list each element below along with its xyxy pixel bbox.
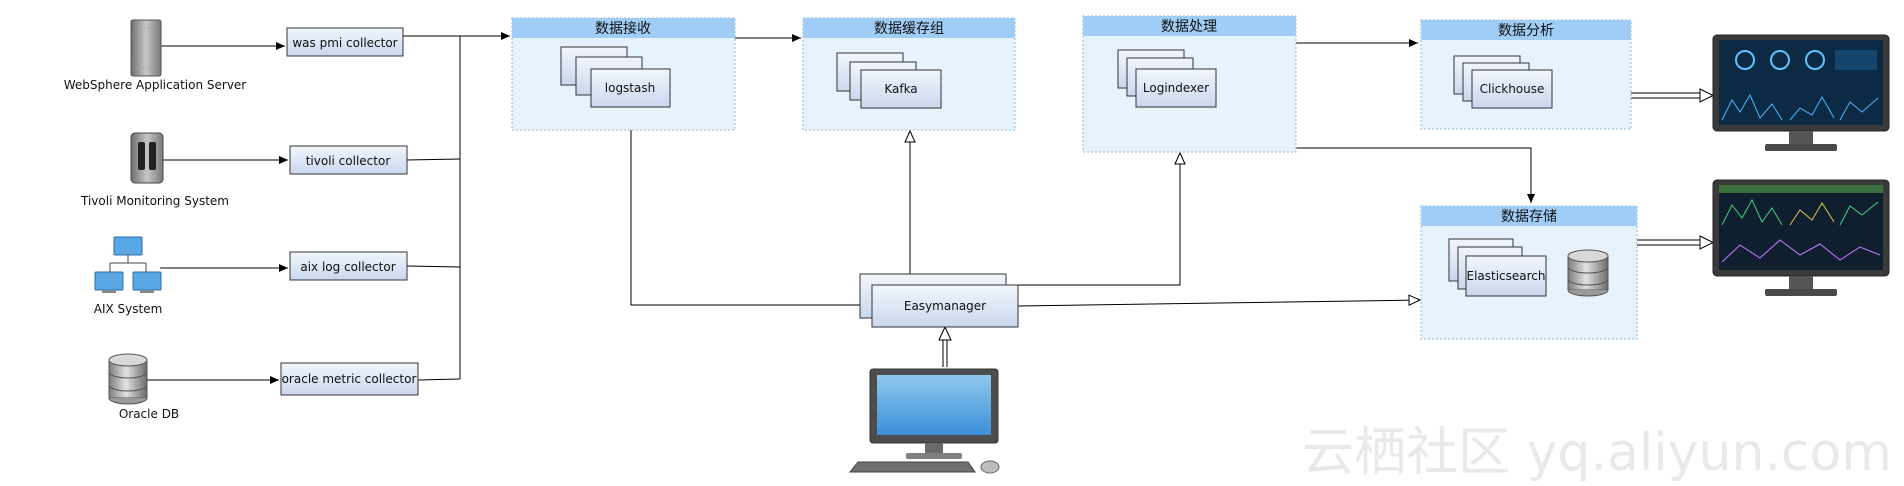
node-label-elasticsearch: Elasticsearch: [1466, 269, 1545, 283]
edge-tivoli-collector-out: [406, 158, 461, 161]
dashboard-monitor-icon: [1712, 179, 1890, 296]
group-receive: 数据接收 logstash: [511, 17, 736, 131]
edge-manager-to-storage: [1017, 294, 1422, 307]
node-label-kafka: Kafka: [884, 82, 917, 96]
node-elasticsearch[interactable]: Elasticsearch: [1465, 255, 1547, 297]
watermark: 云栖社区 yq.aliyun.com: [1302, 423, 1892, 483]
node-label-logstash: logstash: [605, 81, 655, 95]
desktop-computer-icon: [848, 368, 1000, 474]
edge-manager-to-logstash: [625, 107, 860, 306]
edge-analysis-to-dashboard-head: [1699, 88, 1715, 103]
group-title-receive: 数据接收: [595, 20, 651, 37]
storage-server-icon: [130, 132, 164, 184]
network-computers-icon: [94, 236, 162, 293]
group-title-process: 数据处理: [1161, 19, 1217, 35]
group-cache: 数据缓存组 Kafka: [802, 17, 1016, 131]
source-label-tivoli: Tivoli Monitoring System: [80, 194, 229, 208]
dashboard-monitor-icon: [1712, 34, 1890, 151]
source-label-was: WebSphere Application Server: [64, 78, 247, 92]
collector-aix[interactable]: aix log collector: [289, 251, 408, 281]
node-label-easymanager: Easymanager: [904, 299, 986, 313]
collector-label-oracle: oracle metric collector: [282, 372, 417, 386]
collector-label-aix: aix log collector: [300, 260, 395, 274]
group-process: 数据处理 Logindexer: [1082, 15, 1297, 153]
connectors: [147, 32, 1715, 384]
node-label-logindexer: Logindexer: [1143, 81, 1209, 95]
server-tower-icon: [130, 19, 162, 77]
easymanager-stack: Easymanager: [859, 273, 1019, 328]
node-logindexer[interactable]: Logindexer: [1135, 68, 1217, 108]
edge-console-to-manager-head: [938, 325, 952, 341]
edge-process-to-storage: [1296, 147, 1535, 203]
source-label-oracle: Oracle DB: [119, 407, 179, 421]
node-logstash[interactable]: logstash: [590, 68, 671, 108]
group-storage: 数据存储 Elasticsearch: [1420, 205, 1638, 340]
node-label-clickhouse: Clickhouse: [1480, 82, 1545, 96]
group-title-analysis: 数据分析: [1498, 23, 1554, 39]
group-analysis: 数据分析 Clickhouse: [1420, 19, 1632, 130]
collector-oracle[interactable]: oracle metric collector: [280, 362, 419, 396]
database-icon: [108, 353, 148, 405]
edge-manager-to-logindexer: [1014, 151, 1186, 286]
collector-label-was: was pmi collector: [292, 36, 397, 50]
edge-oracle-collector-out: [417, 378, 461, 381]
collector-label-tivoli: tivoli collector: [306, 154, 391, 168]
source-label-aix: AIX System: [94, 302, 163, 316]
collector-tivoli[interactable]: tivoli collector: [289, 145, 408, 175]
edge-aix-collector-out: [406, 265, 461, 268]
group-title-cache: 数据缓存组: [874, 21, 944, 37]
node-easymanager[interactable]: Easymanager: [871, 284, 1019, 328]
group-title-storage: 数据存储: [1501, 209, 1557, 225]
collector-was[interactable]: was pmi collector: [286, 27, 404, 57]
node-kafka[interactable]: Kafka: [860, 69, 942, 109]
edge-storage-to-dashboard-head: [1699, 235, 1715, 250]
storage-database-icon: [1567, 249, 1609, 297]
node-clickhouse[interactable]: Clickhouse: [1471, 69, 1553, 109]
